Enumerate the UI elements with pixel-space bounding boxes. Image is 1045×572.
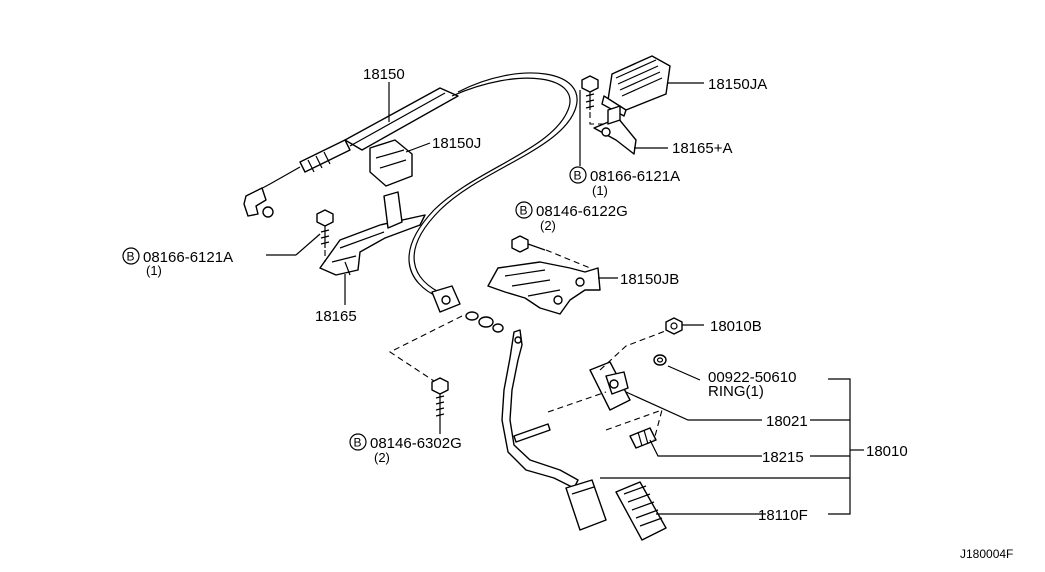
svg-text:B: B [574, 169, 582, 183]
pivot-bracket-18021 [589, 361, 631, 411]
bracket-18165 [319, 191, 426, 276]
nut-18010b [665, 317, 683, 335]
b-mark-icon: B [349, 433, 367, 451]
callout-08166-left-qty: (1) [146, 263, 162, 278]
bolt-08146-mid [511, 235, 591, 269]
callout-18165: 18165 [315, 308, 357, 325]
b-mark-icon: B [122, 247, 140, 265]
dashed-guide-left [388, 315, 463, 386]
callout-18010b: 18010B [710, 318, 762, 335]
callout-18150: 18150 [363, 66, 405, 83]
callout-08146-low-qty: (2) [374, 450, 390, 465]
washers [465, 311, 504, 333]
pedal-arm [501, 329, 607, 531]
svg-text:B: B [520, 204, 528, 218]
callout-08166-top: 08166-6121A [590, 168, 680, 185]
callout-08166-top-qty: (1) [592, 183, 608, 198]
callout-08146-low: 08146-6302G [370, 435, 462, 452]
cable-holder-18150ja [601, 55, 671, 117]
callout-18021: 18021 [766, 413, 808, 430]
bolt-08166-top [581, 75, 606, 125]
cable-clip-18150j [369, 139, 413, 187]
ring-00922 [653, 354, 667, 366]
callout-18165a: 18165+A [672, 140, 732, 157]
return-spring-18215 [629, 427, 657, 449]
callout-08166-left: 08166-6121A [143, 249, 233, 266]
callout-08146-mid: 08146-6122G [536, 203, 628, 220]
b-mark-icon: B [569, 166, 587, 184]
callout-08146-mid-qty: (2) [540, 218, 556, 233]
accelerator-cable [243, 72, 578, 313]
bracket-18165a [593, 105, 637, 155]
callout-18150ja: 18150JA [708, 76, 767, 93]
pedal-pad-18110f [615, 481, 667, 541]
b-mark-icon: B [515, 201, 533, 219]
diagram-code: J180004F [960, 547, 1013, 561]
callout-18010: 18010 [866, 443, 908, 460]
callout-18215: 18215 [762, 449, 804, 466]
bolt-08146-low [431, 377, 449, 432]
callout-ring-part: 00922-50610 [708, 369, 796, 386]
callout-18150j: 18150J [432, 135, 481, 152]
callout-18110f: 18110F [758, 507, 808, 524]
bolt-08166-left [316, 209, 334, 262]
callout-ring-desc: RING(1) [708, 383, 764, 400]
svg-text:B: B [127, 250, 135, 264]
callout-18150jb: 18150JB [620, 271, 679, 288]
bracket-18150jb [487, 261, 601, 315]
svg-text:B: B [354, 436, 362, 450]
leader-lines [266, 82, 864, 515]
dashed-guide-pivot [547, 329, 669, 441]
